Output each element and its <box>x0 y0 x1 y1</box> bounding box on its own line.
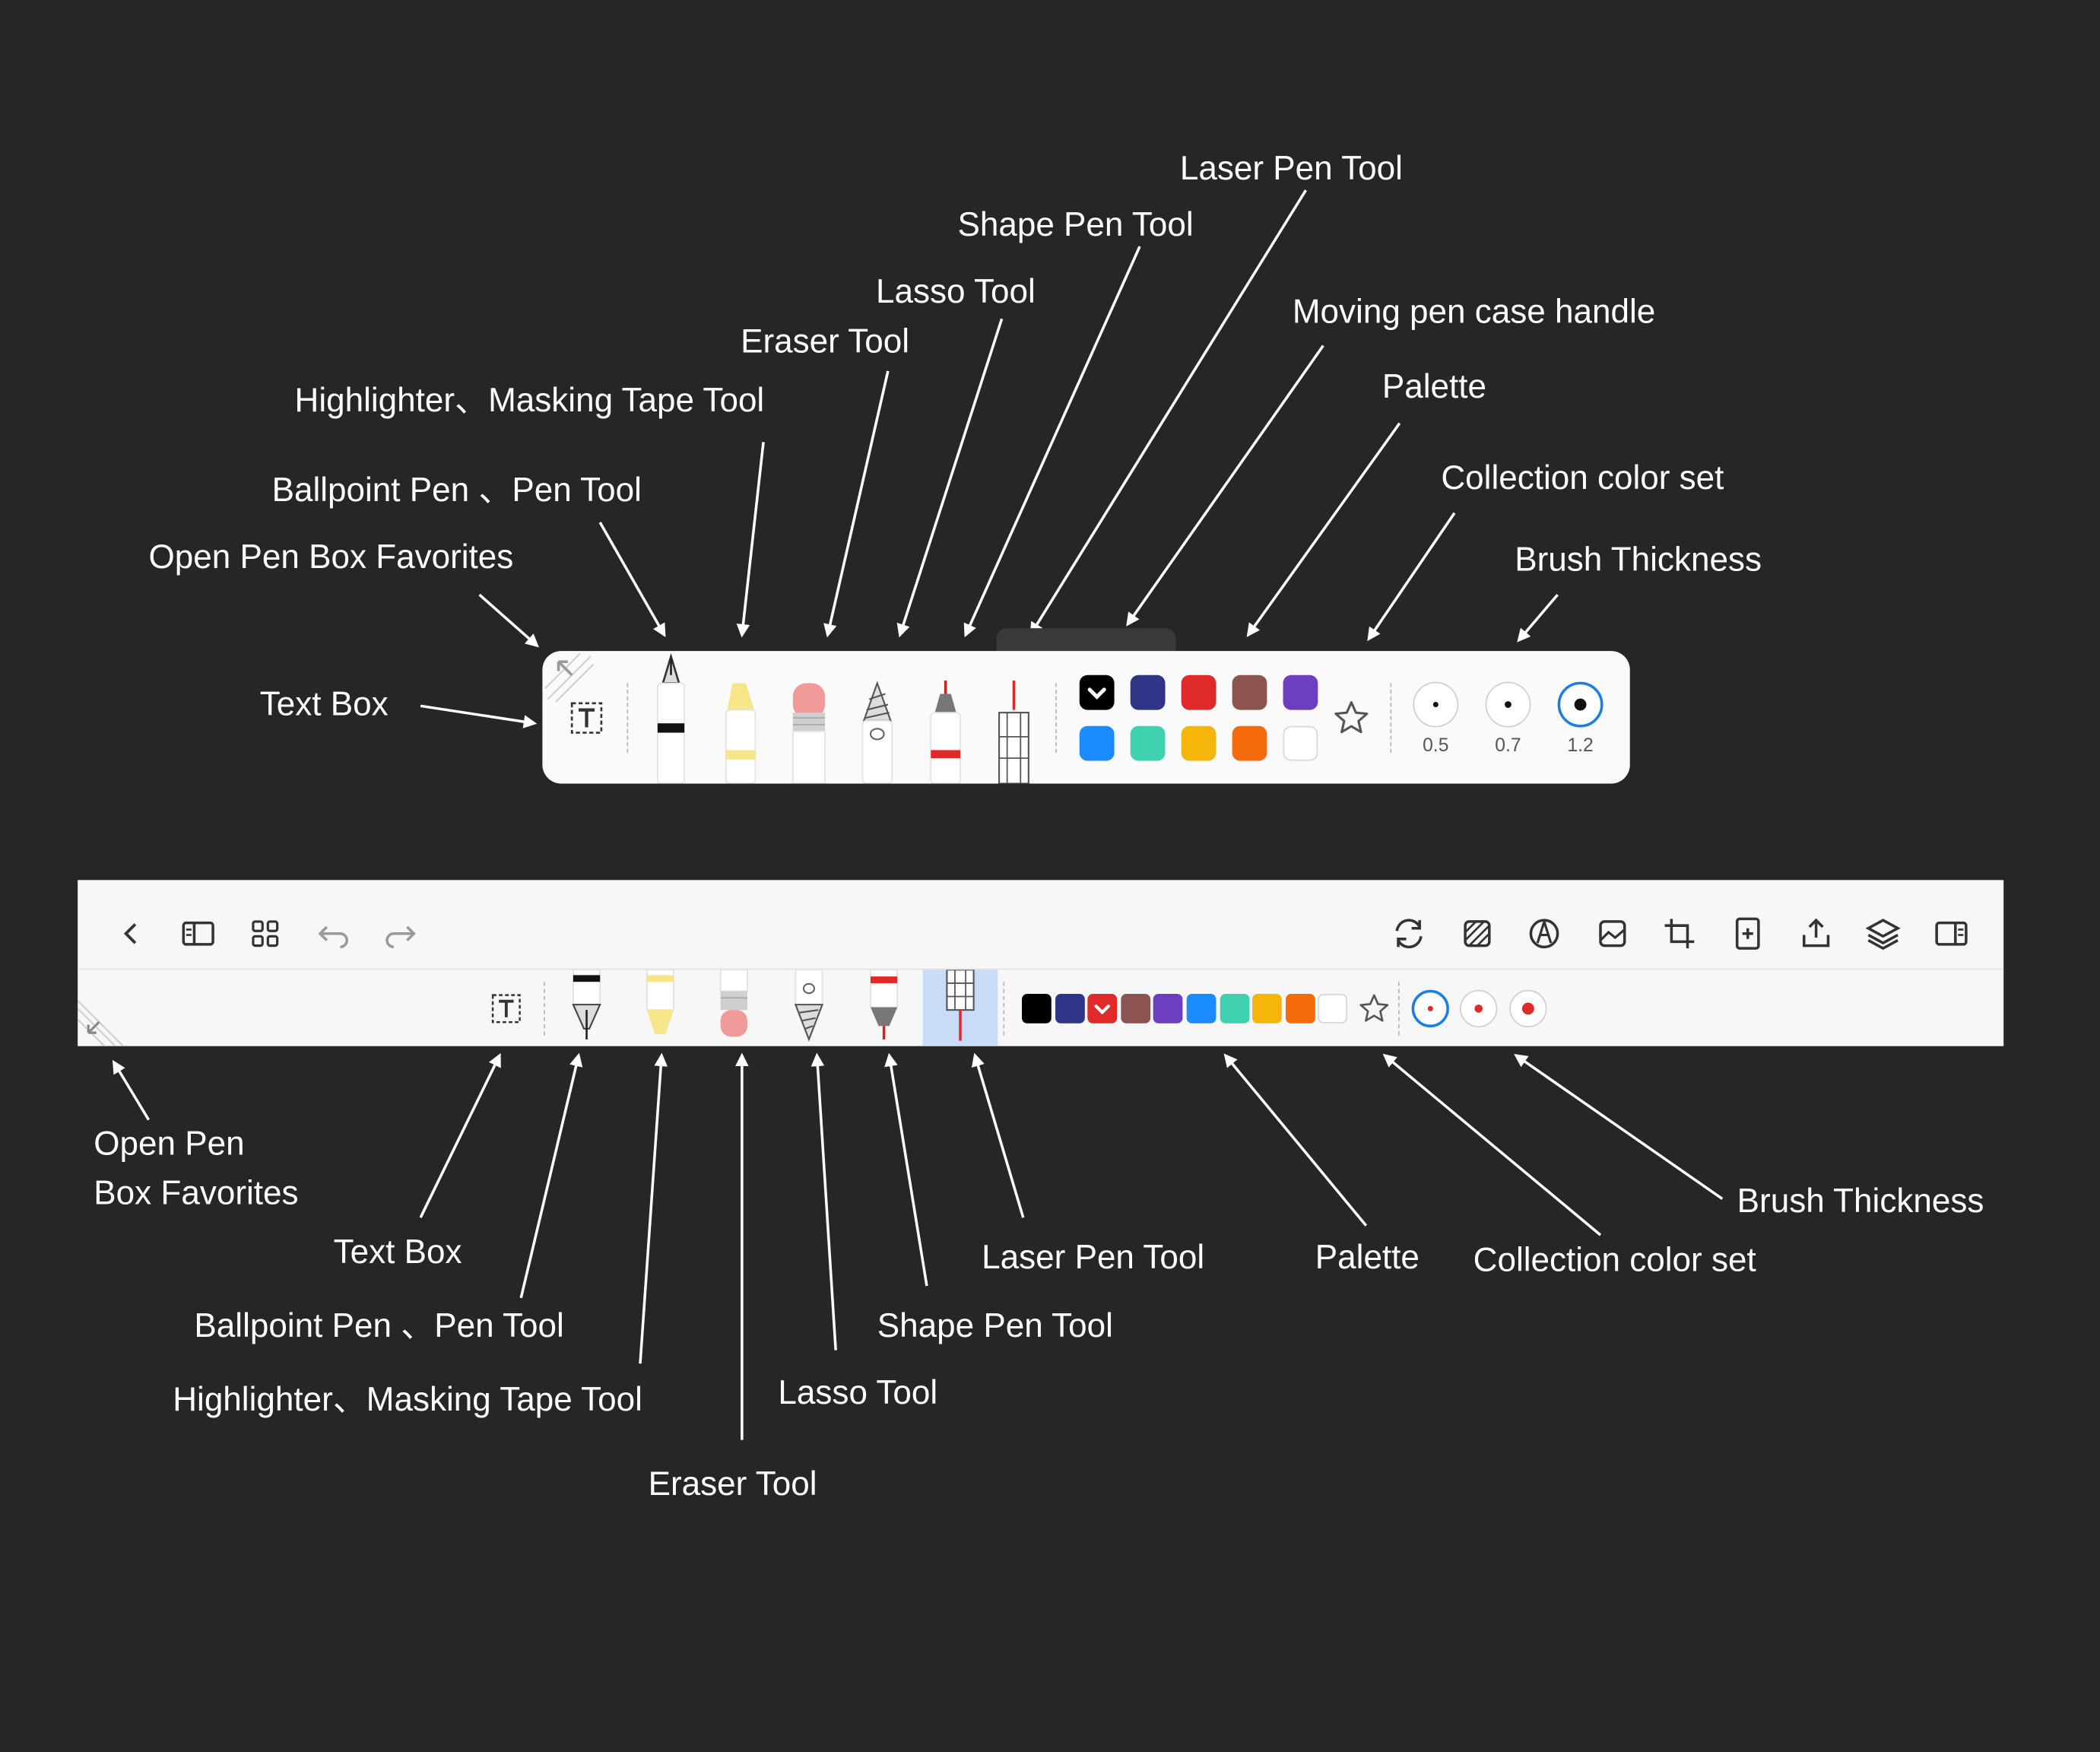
undo-icon[interactable] <box>313 913 354 954</box>
label-textbox-top: Text Box <box>259 685 389 724</box>
moving-pen-case-handle[interactable] <box>996 628 1176 652</box>
panel-right-icon[interactable] <box>1931 913 1972 954</box>
add-page-icon[interactable] <box>1727 913 1768 954</box>
label-shape-pen-top: Shape Pen Tool <box>957 206 1194 244</box>
thickness-option[interactable] <box>1460 989 1498 1028</box>
label-favorites-bottom-line2: Box Favorites <box>94 1174 299 1213</box>
highlighter-tool[interactable] <box>719 681 762 784</box>
open-favorites-corner-icon[interactable] <box>542 651 598 707</box>
label-thickness-bottom: Brush Thickness <box>1737 1182 1984 1220</box>
star-icon[interactable] <box>1358 992 1390 1024</box>
label-laser-pen-bottom: Laser Pen Tool <box>982 1239 1205 1277</box>
star-icon[interactable] <box>1333 700 1370 737</box>
thickness-option[interactable] <box>1485 681 1531 728</box>
label-laser-pen-top: Laser Pen Tool <box>1179 150 1403 188</box>
ballpoint-pen-tool[interactable] <box>649 653 692 784</box>
shape-pen-tool[interactable] <box>867 970 902 1042</box>
color-swatch[interactable] <box>1079 674 1115 710</box>
label-shape-pen-bottom: Shape Pen Tool <box>877 1307 1113 1345</box>
color-swatch[interactable] <box>1055 994 1085 1024</box>
label-palette-bottom: Palette <box>1315 1239 1420 1277</box>
redo-icon[interactable] <box>380 913 420 954</box>
thickness-value: 0.7 <box>1495 734 1521 756</box>
label-lasso-top: Lasso Tool <box>876 273 1036 311</box>
divider <box>544 982 545 1036</box>
image-icon[interactable] <box>1592 913 1632 954</box>
color-swatch[interactable] <box>1022 994 1052 1024</box>
thickness-option[interactable] <box>1509 989 1547 1028</box>
label-collection-bottom: Collection color set <box>1473 1241 1756 1280</box>
label-highlighter-top: Highlighter、Masking Tape Tool <box>294 382 765 420</box>
color-swatch[interactable] <box>1121 994 1150 1024</box>
color-swatch[interactable] <box>1130 674 1166 710</box>
color-swatch[interactable] <box>1285 994 1315 1024</box>
ballpoint-pen-tool[interactable] <box>569 970 604 1043</box>
divider <box>78 968 2004 970</box>
eraser-tool[interactable] <box>716 970 751 1039</box>
thickness-option[interactable] <box>1557 681 1604 728</box>
thickness-value: 0.5 <box>1423 734 1449 756</box>
color-swatch[interactable] <box>1186 994 1217 1024</box>
color-swatch[interactable] <box>1087 994 1118 1024</box>
sync-icon[interactable] <box>1389 913 1429 954</box>
label-lasso-bottom: Lasso Tool <box>778 1374 938 1412</box>
lasso-tool[interactable] <box>791 970 826 1042</box>
laser-pen-tool[interactable] <box>943 970 978 1043</box>
color-swatch[interactable] <box>1153 994 1184 1024</box>
color-swatch[interactable] <box>1181 674 1217 710</box>
eraser-tool[interactable] <box>788 681 830 784</box>
pen-box-panel: 0.5 0.7 1.2 <box>542 651 1630 784</box>
crop-icon[interactable] <box>1659 913 1699 954</box>
color-swatch[interactable] <box>1181 725 1217 761</box>
thickness-option[interactable] <box>1413 681 1459 728</box>
label-ballpoint-top: Ballpoint Pen 、Pen Tool <box>271 471 642 509</box>
open-favorites-corner-icon[interactable] <box>78 1000 124 1046</box>
app-toolbar <box>78 880 2004 1046</box>
label-highlighter-bottom: Highlighter、Masking Tape Tool <box>173 1381 642 1419</box>
color-swatch[interactable] <box>1232 674 1267 710</box>
lasso-tool[interactable] <box>856 681 899 784</box>
shape-pen-tool[interactable] <box>924 680 966 784</box>
thickness-value: 1.2 <box>1567 734 1594 756</box>
divider <box>1398 982 1400 1036</box>
divider <box>1055 683 1057 753</box>
label-favorites-bottom-line1: Open Pen <box>94 1125 245 1163</box>
sidebar-icon[interactable] <box>178 913 218 954</box>
label-collection-top: Collection color set <box>1441 459 1724 497</box>
thickness-option[interactable] <box>1411 989 1449 1028</box>
color-swatch[interactable] <box>1283 674 1318 710</box>
divider <box>627 683 629 753</box>
laser-pen-tool[interactable] <box>992 680 1035 784</box>
text-box-icon[interactable] <box>491 994 521 1024</box>
label-ballpoint-bottom: Ballpoint Pen 、Pen Tool <box>194 1307 564 1345</box>
back-icon[interactable] <box>111 913 151 954</box>
export-icon[interactable] <box>1796 913 1836 954</box>
color-swatch[interactable] <box>1130 725 1166 761</box>
label-eraser-bottom: Eraser Tool <box>648 1465 817 1503</box>
text-box-icon[interactable] <box>570 702 603 734</box>
label-palette-top: Palette <box>1381 368 1486 406</box>
color-swatch[interactable] <box>1220 994 1249 1024</box>
divider <box>1390 683 1392 753</box>
pen-nib-icon[interactable] <box>1524 913 1565 954</box>
color-swatch[interactable] <box>1252 994 1283 1024</box>
highlighter-tool[interactable] <box>643 970 678 1039</box>
color-swatch[interactable] <box>1232 725 1267 761</box>
label-thickness-top: Brush Thickness <box>1515 541 1762 579</box>
color-swatch[interactable] <box>1318 994 1348 1024</box>
label-moving-handle-top: Moving pen case handle <box>1292 293 1656 332</box>
label-eraser-top: Eraser Tool <box>741 322 910 360</box>
label-favorites-top: Open Pen Box Favorites <box>148 538 514 576</box>
color-swatch[interactable] <box>1283 725 1318 761</box>
label-textbox-bottom: Text Box <box>333 1233 462 1271</box>
grid-icon[interactable] <box>245 913 285 954</box>
hatch-icon[interactable] <box>1458 913 1498 954</box>
divider <box>1003 982 1005 1036</box>
color-swatch[interactable] <box>1079 725 1115 761</box>
layers-icon[interactable] <box>1863 913 1903 954</box>
